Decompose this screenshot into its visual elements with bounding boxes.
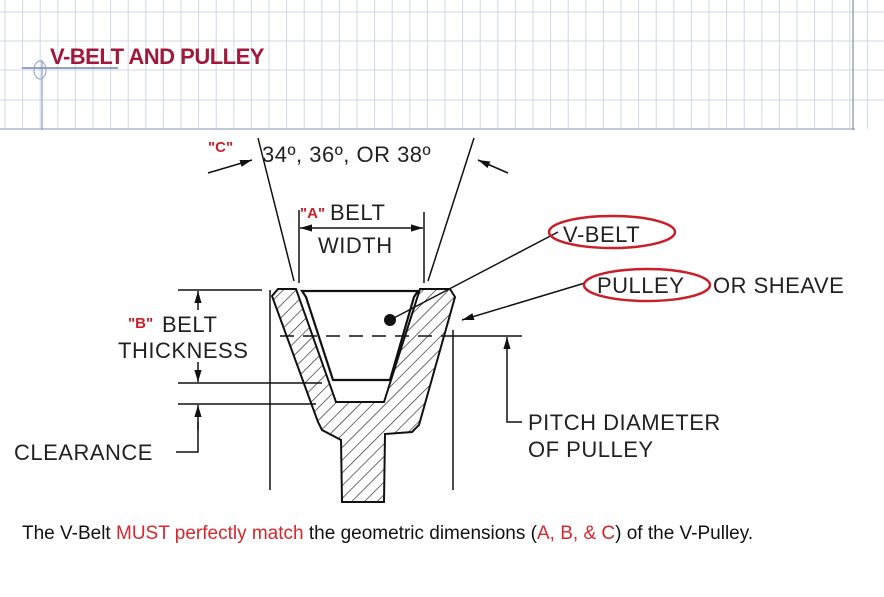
pulley-highlight-ellipse bbox=[582, 267, 712, 303]
page-title: V-BELT AND PULLEY bbox=[50, 44, 265, 69]
pitch-label-line2: OF PULLEY bbox=[528, 437, 654, 462]
caption-dimensions: A, B, & C bbox=[536, 523, 616, 544]
angle-key-label: "C" bbox=[208, 139, 233, 156]
width-key-label: "A" bbox=[300, 205, 325, 222]
grid-background bbox=[0, 0, 884, 129]
caption: The V-Belt MUST perfectly match the geom… bbox=[22, 523, 753, 545]
pulley-label: PULLEY bbox=[597, 273, 684, 298]
thickness-label-line2: THICKNESS bbox=[118, 338, 248, 363]
pulley-section bbox=[270, 288, 457, 503]
caption-text: the geometric dimensions ( bbox=[303, 523, 537, 544]
margin-mark-icon bbox=[33, 60, 47, 80]
clearance-label: CLEARANCE bbox=[14, 440, 153, 465]
thickness-key-label: "B" bbox=[128, 315, 153, 332]
width-label-line2: WIDTH bbox=[318, 233, 393, 258]
pitch-label-line1: PITCH DIAMETER bbox=[528, 410, 721, 435]
vbelt-label: V-BELT bbox=[563, 222, 640, 247]
caption-text: ) of the V-Pulley. bbox=[615, 523, 754, 544]
angle-label: 34º, 36º, OR 38º bbox=[262, 142, 431, 167]
vbelt-highlight-ellipse bbox=[547, 214, 677, 250]
sheave-label: OR SHEAVE bbox=[713, 273, 844, 298]
thickness-label-line1: BELT bbox=[162, 312, 217, 337]
caption-text: The V-Belt bbox=[22, 523, 116, 544]
width-label-line1: BELT bbox=[330, 200, 385, 225]
caption-emphasis: MUST perfectly match bbox=[116, 523, 304, 544]
